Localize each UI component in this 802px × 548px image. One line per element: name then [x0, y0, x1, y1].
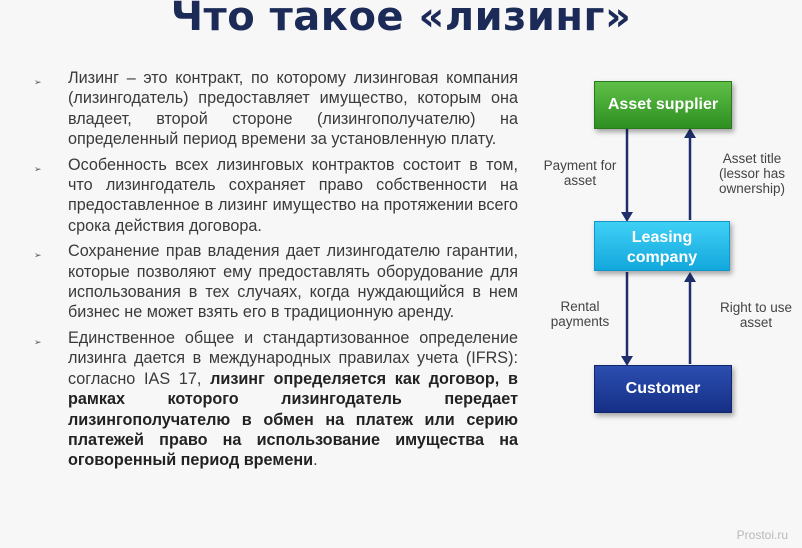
leasing-line2: company: [626, 249, 698, 266]
arrow-right-head: [684, 272, 696, 282]
bullet-bold-text: лизинг определяется как договор, в рамка…: [68, 369, 518, 470]
customer-box: Customer: [594, 365, 732, 413]
label-rental-payments: Rental payments: [550, 299, 610, 329]
leasing-line1: Leasing: [631, 229, 693, 246]
arrow-rental-head: [621, 356, 633, 366]
asset-supplier-box: Asset supplier: [594, 81, 732, 129]
leasing-diagram: Asset supplier Leasing company Customer …: [530, 78, 802, 438]
bullet-arrow-icon: ➢: [34, 77, 42, 87]
page-title: Что такое «лизинг»: [170, 0, 632, 40]
label-payment-for-asset: Payment for asset: [543, 158, 617, 188]
label-right-to-use: Right to use asset: [719, 300, 793, 330]
bullet-list: ➢ Лизинг – это контракт, по которому лиз…: [34, 68, 518, 476]
bullet-arrow-icon: ➢: [34, 336, 42, 347]
bullet-text: Лизинг – это контракт, по которому лизин…: [68, 69, 518, 149]
bullet-item: ➢ Особенность всех лизинговых контрактов…: [34, 155, 518, 237]
arrow-title-head: [684, 128, 696, 138]
bullet-arrow-icon: ➢: [34, 250, 42, 261]
bullet-text: Единственное общее и стандартизованное о…: [68, 328, 518, 388]
bullet-text: Сохранение прав владения дает лизингодат…: [68, 242, 518, 322]
watermark: Prostoi.ru: [736, 528, 788, 542]
bullet-tail-text: .: [313, 451, 318, 470]
bullet-text: Особенность всех лизинговых контрактов с…: [68, 155, 518, 235]
arrow-payment-head: [621, 212, 633, 222]
bullet-item: ➢ Сохранение прав владения дает лизингод…: [34, 241, 518, 323]
diagram-arrows: [621, 128, 696, 366]
leasing-company-box: Leasing company: [594, 221, 730, 271]
bullet-item: ➢ Лизинг – это контракт, по которому лиз…: [34, 68, 518, 150]
bullet-item: ➢ Единственное общее и стандартизованное…: [34, 328, 518, 471]
label-asset-title: Asset title (lessor has ownership): [718, 151, 786, 196]
bullet-arrow-icon: ➢: [34, 163, 42, 174]
